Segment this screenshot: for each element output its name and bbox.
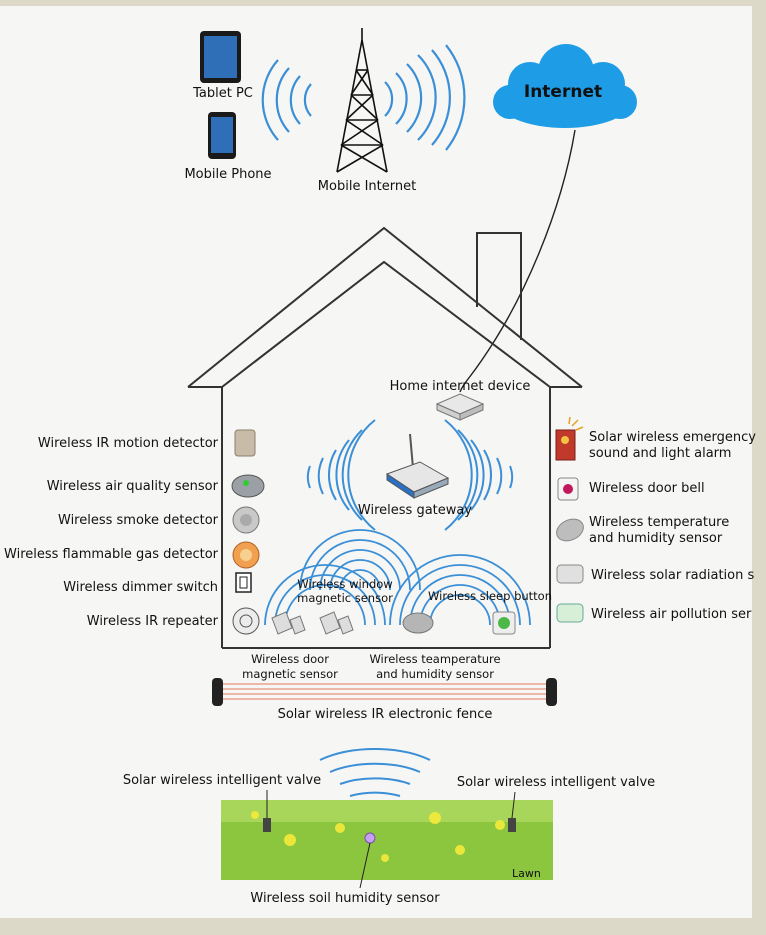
gateway-waves: [306, 419, 514, 531]
soil-sensor-label: Wireless soil humidity sensor: [250, 891, 440, 906]
tower-left-waves: [261, 59, 312, 141]
internet-cloud-icon: [493, 44, 637, 128]
window-sensor-label-line2: magnetic sensor: [297, 591, 393, 605]
smoke-detector-icon: [232, 506, 260, 534]
indoor-temperature-sensor-icon: [402, 612, 434, 634]
left-sensor-label-smoke: Wireless smoke detector: [58, 513, 218, 528]
internet-cable: [459, 129, 576, 393]
home-internet-device-icon: [435, 393, 485, 421]
phone-icon: [208, 112, 236, 159]
temperature-label-line2: and humidity sensor: [589, 531, 723, 546]
left-valve-icon: [263, 790, 271, 832]
alarm-label-line1: Solar wireless emergency: [589, 430, 756, 445]
solar-radiation-label: Wireless solar radiation s: [591, 568, 755, 583]
sensor-waves: [264, 529, 531, 626]
dimmer-switch-icon: [235, 572, 252, 593]
air-quality-sensor-icon: [231, 474, 265, 498]
tablet-icon: [200, 31, 241, 83]
diagram-panel: [0, 6, 752, 918]
ir-fence: [212, 678, 557, 706]
door-magnetic-sensor-icon: [271, 611, 306, 635]
door-sensor-label-line1: Wireless door: [251, 652, 329, 666]
sleep-button-label: Wireless sleep button: [428, 589, 552, 603]
left-sensor-label-ir-repeater: Wireless IR repeater: [86, 614, 218, 629]
door-bell-label: Wireless door bell: [589, 481, 705, 496]
right-valve-label: Solar wireless intelligent valve: [456, 775, 656, 790]
tower-right-waves: [384, 44, 466, 151]
door-bell-icon: [557, 477, 579, 501]
air-pollution-sensor-icon: [556, 603, 584, 623]
ir-motion-detector-icon: [234, 429, 256, 457]
solar-alarm-icon: [555, 416, 584, 461]
sleep-button-icon: [492, 611, 516, 635]
lawn-area: [221, 800, 553, 880]
tablet-label: Tablet PC: [193, 86, 253, 101]
home-internet-device-label: Home internet device: [389, 379, 531, 394]
window-magnetic-sensor-icon: [319, 611, 354, 635]
wireless-gateway-icon: [385, 433, 450, 499]
alarm-label-line2: sound and light alarm: [589, 446, 732, 461]
window-sensor-label-line1: Wireless window: [297, 577, 393, 591]
air-pollution-label: Wireless air pollution ser: [591, 607, 752, 622]
left-valve-label: Solar wireless intelligent valve: [122, 773, 322, 788]
ir-repeater-icon: [232, 607, 260, 635]
mobile-internet-label: Mobile Internet: [317, 179, 417, 194]
house-outline: [187, 226, 583, 649]
mobile-tower-icon: [336, 28, 388, 173]
phone-label: Mobile Phone: [184, 167, 272, 182]
right-valve-icon: [508, 791, 516, 832]
temperature-label-line1: Wireless temperature: [589, 515, 730, 530]
solar-radiation-sensor-icon: [556, 564, 584, 584]
left-sensor-label-dimmer: Wireless dimmer switch: [63, 580, 218, 595]
internet-label: Internet: [523, 82, 603, 102]
gas-detector-icon: [232, 541, 260, 569]
left-sensor-label-gas: Wireless flammable gas detector: [4, 547, 218, 562]
soil-sensor-icon: [359, 832, 376, 889]
temperature-humidity-sensor-icon: [556, 518, 584, 542]
left-sensor-label-ir-motion: Wireless IR motion detector: [37, 436, 218, 451]
indoor-temperature-label-line2: and humidity sensor: [376, 667, 494, 681]
ir-fence-label: Solar wireless IR electronic fence: [277, 707, 493, 722]
lawn-label: Lawn: [512, 867, 541, 880]
wireless-gateway-label: Wireless gateway: [357, 503, 473, 518]
indoor-temperature-label-line1: Wireless teamperature: [369, 652, 501, 666]
door-sensor-label-line2: magnetic sensor: [242, 667, 338, 681]
left-sensor-label-air-quality: Wireless air quality sensor: [46, 479, 218, 494]
